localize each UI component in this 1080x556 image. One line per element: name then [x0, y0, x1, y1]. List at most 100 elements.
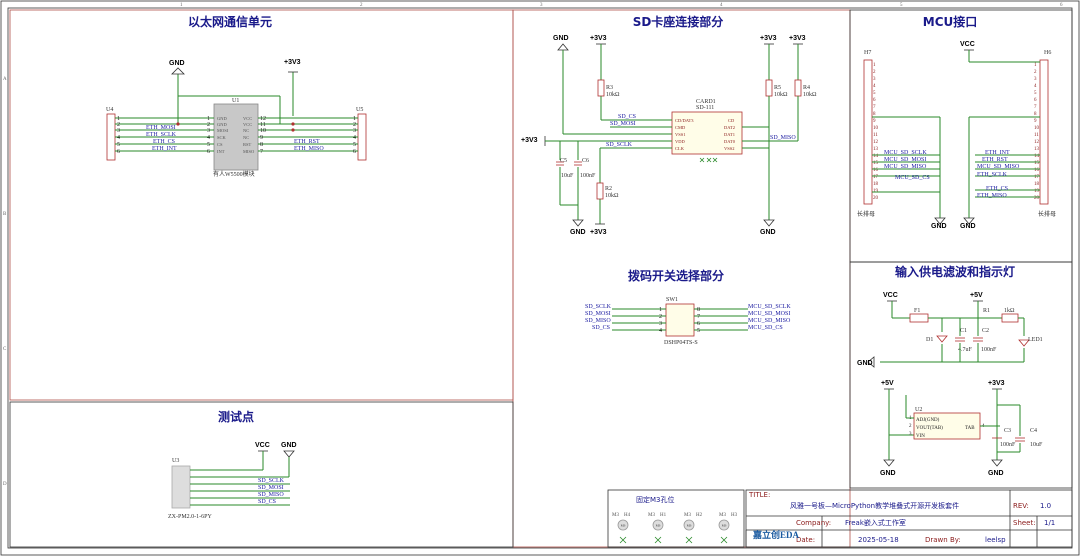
svg-text:10kΩ: 10kΩ: [774, 92, 788, 98]
svg-text:VCC: VCC: [960, 41, 975, 48]
h6-pin-number: 20: [1034, 196, 1040, 201]
svg-text:DAT0: DAT0: [724, 139, 736, 144]
svg-text:C5: C5: [560, 158, 567, 164]
title-text: 风雅一号板—MicroPython教学堆叠式开源开发板套件: [790, 501, 959, 510]
svg-text:10kΩ: 10kΩ: [803, 92, 817, 98]
svg-text:R2: R2: [605, 186, 612, 192]
svg-text:D1: D1: [926, 337, 933, 343]
h7-pin-number: 15: [873, 161, 879, 166]
svg-text:2: 2: [207, 122, 210, 128]
svg-text:NC: NC: [243, 128, 249, 133]
h7-pin-number: 9: [873, 119, 876, 124]
svg-text:7: 7: [260, 149, 263, 155]
h6-pin-number: 18: [1034, 182, 1040, 187]
svg-text:VIN: VIN: [916, 434, 925, 439]
h6-pin-number: 8: [1034, 112, 1037, 117]
svg-text:4: 4: [659, 328, 662, 334]
dip-net-mcu-sd-cs: MCU_SD_CS: [748, 325, 783, 331]
dip-net-sd-cs: SD_CS: [592, 325, 610, 331]
h6-pin-number: 15: [1034, 161, 1040, 166]
h7-pin-number: 10: [873, 126, 879, 131]
svg-text:2: 2: [909, 424, 912, 429]
svg-text:U5: U5: [356, 107, 363, 113]
h7-pin-number: 16: [873, 168, 879, 173]
tp-net-sd-sclk: SD_SCLK: [258, 478, 285, 484]
svg-text:CS: CS: [217, 142, 223, 147]
svg-text:10: 10: [260, 128, 266, 134]
testpoint-section-border: [9, 401, 514, 548]
svg-text:ZX-PM2.0-1-6PY: ZX-PM2.0-1-6PY: [168, 514, 213, 520]
svg-text:H7: H7: [864, 50, 871, 56]
svg-text:3: 3: [207, 128, 210, 134]
net-sd-cs: SD_CS: [618, 114, 636, 120]
sd-card-socket: [671, 111, 743, 155]
svg-text:DSHP04TS-S: DSHP04TS-S: [664, 340, 698, 346]
svg-text:H4: H4: [624, 513, 631, 518]
net-eth-int: ETH_INT: [152, 146, 177, 152]
svg-text:U1: U1: [232, 98, 239, 104]
h6-header: [1039, 59, 1049, 205]
net-mcu-sd-mosi: MCU_SD_MOSI: [884, 157, 926, 163]
svg-text:有人W5500模块: 有人W5500模块: [213, 170, 255, 178]
svg-text:2: 2: [117, 122, 120, 128]
svg-text:6: 6: [1060, 3, 1063, 8]
tp-net-sd-cs: SD_CS: [258, 499, 276, 505]
net-sd-mosi: SD_MOSI: [610, 121, 636, 127]
svg-text:DAT1: DAT1: [724, 132, 735, 137]
testpoint-title: 测试点: [218, 409, 254, 424]
mount-hole-h3: [718, 519, 730, 531]
svg-text:M3: M3: [656, 524, 661, 528]
svg-text:MOSI: MOSI: [217, 128, 229, 133]
svg-text:GND: GND: [760, 229, 776, 236]
svg-text:B: B: [3, 212, 7, 217]
svg-text:GND: GND: [857, 360, 873, 367]
svg-text:3: 3: [353, 128, 356, 134]
net-eth-sclk-mcu: ETH_SCLK: [977, 172, 1008, 178]
net-eth-sclk: ETH_SCLK: [146, 132, 177, 138]
u1-w5500-module: [213, 103, 259, 171]
u2-ldo: [913, 412, 981, 440]
dip-net-sd-mosi: SD_MOSI: [585, 311, 611, 317]
h7-pin-number: 5: [873, 91, 876, 96]
svg-text:2: 2: [360, 3, 363, 8]
svg-text:1: 1: [207, 116, 210, 122]
svg-text:M3: M3: [687, 524, 692, 528]
testpoint-circuit: U3 ZX-PM2.0-1-6PY VCC GND SD_SCLK SD_MOS…: [168, 442, 297, 520]
svg-text:C4: C4: [1030, 428, 1037, 434]
svg-text:4: 4: [720, 3, 723, 8]
svg-text:REV:: REV:: [1013, 502, 1029, 510]
mounting-title: 固定M3孔位: [636, 495, 675, 504]
svg-text:M3: M3: [722, 524, 727, 528]
u4-header: [106, 113, 116, 161]
svg-text:H1: H1: [660, 513, 667, 518]
svg-text:3: 3: [909, 432, 912, 437]
h6-pin-number: 16: [1034, 168, 1040, 173]
h7-pin-number: 4: [873, 84, 876, 89]
svg-text:H3: H3: [731, 513, 738, 518]
net-eth-miso-mcu: ETH_MISO: [977, 193, 1007, 199]
svg-text:1: 1: [180, 3, 183, 8]
svg-text:LED1: LED1: [1028, 337, 1043, 343]
u3-test-header: [171, 465, 191, 509]
eth-3v3-label: +3V3: [284, 59, 301, 66]
eth-gnd-label: GND: [169, 60, 185, 67]
svg-text:GND: GND: [880, 470, 896, 477]
svg-text:U3: U3: [172, 458, 179, 464]
jlc-eda-logo: 嘉立创EDA: [752, 529, 800, 540]
h7-pin-number: 17: [873, 175, 879, 180]
dip-net-mcu-sd-miso: MCU_SD_MISO: [748, 318, 791, 324]
h7-pin-number: 20: [873, 196, 879, 201]
svg-text:SCK: SCK: [217, 135, 227, 140]
mcu-title: MCU接口: [923, 14, 978, 29]
h7-pin-number: 13: [873, 147, 879, 152]
h7-pin-number: 3: [873, 77, 876, 82]
svg-text:GND: GND: [217, 116, 227, 121]
svg-text:100nF: 100nF: [1000, 442, 1016, 448]
svg-text:6: 6: [697, 321, 700, 327]
h7-pin-number: 14: [873, 154, 879, 159]
svg-text:长排母: 长排母: [1038, 210, 1056, 218]
svg-text:H6: H6: [1044, 50, 1051, 56]
frame-markers: 1 2 3 4 5 6 A B C D: [3, 3, 1063, 487]
svg-text:CD/DAT3: CD/DAT3: [675, 118, 694, 123]
svg-text:R5: R5: [774, 85, 781, 91]
